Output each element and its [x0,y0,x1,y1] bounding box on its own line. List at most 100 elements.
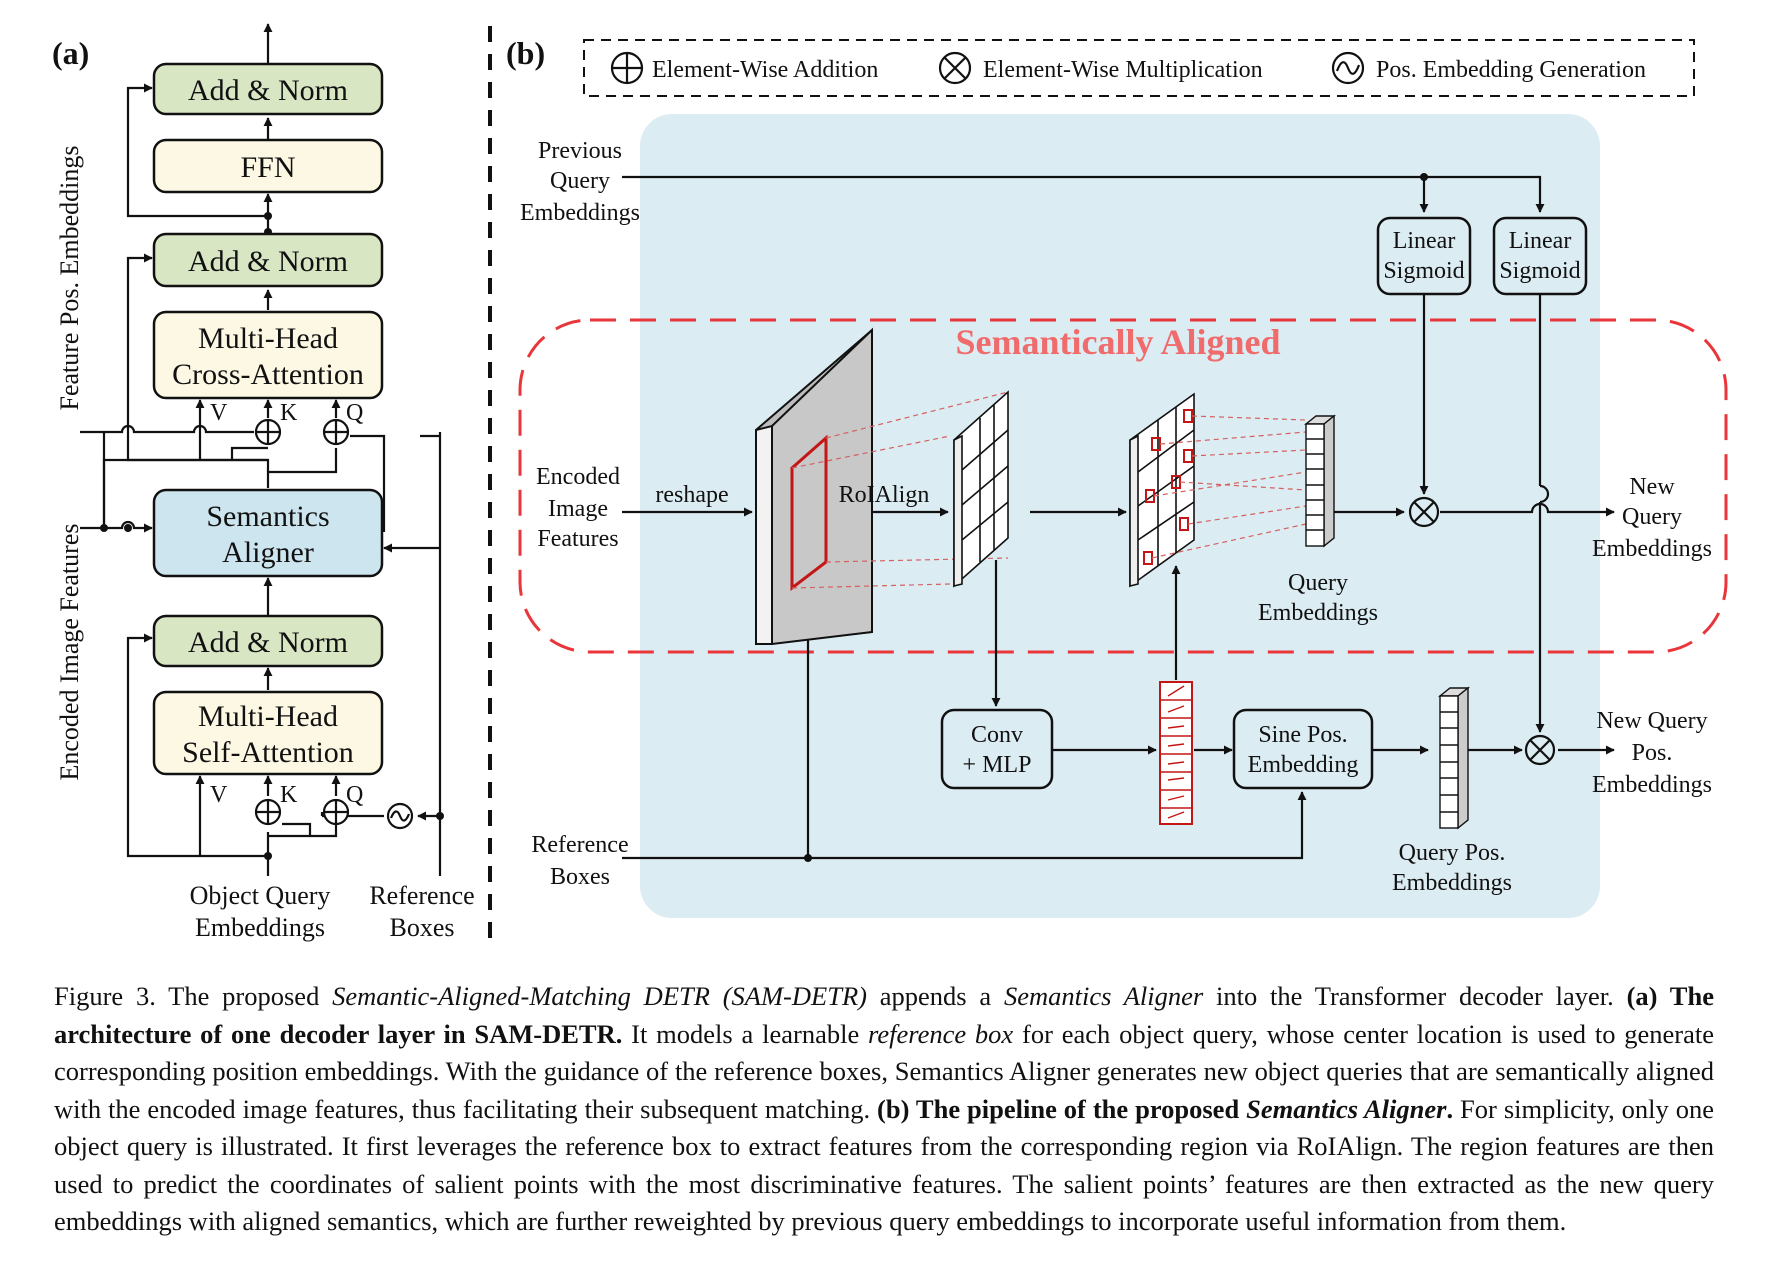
panel-a: (a) Feature Pos. Embeddings Encoded Imag… [52,23,475,942]
legend-pos-embedding: Pos. Embedding Generation [1376,57,1646,83]
linear2-label-1: Linear [1509,228,1572,254]
salient-coordinates-column [1159,681,1193,825]
caption-part-9: for each object query, whose center loca… [54,1018,1714,1124]
new-query-label-2: Query [1622,504,1682,530]
conv-label: Conv [971,722,1023,748]
roi-feature-grid [953,390,1009,588]
object-query-label-1: Object Query [190,881,331,910]
reference-boxes-label-1: Reference [369,881,474,910]
legend: Element-Wise Addition Element-Wise Multi… [583,39,1695,97]
cross-attention-box [152,310,384,400]
multiplication-icon [938,51,972,85]
semantics-aligner-box [152,488,384,578]
q-letter-top: Q [346,400,363,426]
caption-part-10: (b) The pipeline of the proposed [877,1093,1247,1124]
semantically-aligned-region [518,318,1728,654]
caption-part-8: reference box [868,1018,1014,1049]
add-norm-top-box [152,62,384,116]
figure-caption: Figure 3. The proposed Semantic-Aligned-… [54,978,1714,1241]
linear1-label-1: Linear [1393,228,1456,254]
caption-part-12: . [1446,1093,1454,1124]
encoded-features-label: Encoded Image Features [55,523,84,780]
prev-query-label-1: Previous [538,138,622,164]
q-adder-bottom-icon [322,798,350,826]
self-attention-box [152,690,384,776]
add-norm-top-label: Add & Norm [188,74,348,107]
panel-b-label: (b) [506,35,545,71]
multiply-pos-icon [1524,734,1556,766]
legend-multiplication: Element-Wise Multiplication [983,57,1263,83]
mlp-label: + MLP [963,752,1032,778]
sine-wave-icon [1331,51,1365,85]
ref-boxes-label-2: Boxes [550,864,610,890]
new-qpos-label-3: Embeddings [1592,772,1712,798]
encoded-label-1: Encoded [536,464,620,490]
k-adder-top-icon [254,418,282,446]
query-pos-embedding-column [1438,686,1470,830]
panel-b: (b) Element-Wise Addition Element-Wise M… [506,35,1728,918]
object-query-label-2: Embeddings [195,913,325,942]
query-emb-label-2: Embeddings [1258,600,1378,626]
caption-part-5: into the Transformer decoder layer. [1203,981,1627,1011]
sine-pos-embedding-box [1232,708,1374,790]
ref-boxes-label-1: Reference [531,832,628,858]
sine-label-1: Sine Pos. [1258,722,1347,748]
linear-sigmoid-box-2 [1492,216,1588,296]
cross-attention-label-2: Cross-Attention [172,358,364,391]
region-title: Semantically Aligned [955,322,1280,362]
new-qpos-label-1: New Query [1596,708,1707,734]
roialign-label: RoIAlign [839,482,930,508]
figure-3-diagram: (a) Feature Pos. Embeddings Encoded Imag… [52,23,1728,946]
ffn-box [152,138,384,194]
caption-part-2: Semantic-Aligned-Matching DETR (SAM-DETR… [332,981,867,1011]
new-query-label-3: Embeddings [1592,536,1712,562]
add-norm-mid-label: Add & Norm [188,245,348,278]
multiply-query-icon [1408,496,1440,528]
encoded-label-2: Image [548,496,608,522]
addition-icon [610,51,644,85]
caption-part-6: (a) The architecture of one decoder laye… [54,981,1714,1049]
conv-mlp-box [940,708,1054,790]
v-letter-bottom: V [210,782,228,808]
add-norm-bottom-box [152,614,384,668]
v-letter-top: V [210,400,228,426]
caption-part-11: Semantics Aligner [1246,1093,1447,1124]
caption-part-7: It models a learnable [622,1018,869,1049]
new-query-label-1: New [1629,474,1675,500]
qpos-label-2: Embeddings [1392,870,1512,896]
add-norm-mid-box [152,232,384,288]
add-norm-bottom-label: Add & Norm [188,626,348,659]
query-embedding-column [1304,414,1336,548]
new-qpos-label-2: Pos. [1632,740,1673,766]
query-emb-label-1: Query [1288,570,1348,596]
linear2-label-2: Sigmoid [1499,258,1580,284]
self-attention-label-1: Multi-Head [198,700,338,733]
caption-part-13: For simplicity, only one object query is… [54,1093,1715,1237]
reference-boxes-label-2: Boxes [390,913,455,942]
linear1-label-2: Sigmoid [1383,258,1464,284]
q-adder-top-icon [322,418,350,446]
sine-label-2: Embedding [1248,752,1359,778]
aligner-label-2: Aligner [222,536,314,569]
linear-sigmoid-box-1 [1376,216,1472,296]
feature-map [755,327,873,646]
caption-part-1: Figure 3. The proposed [54,981,333,1011]
reshape-label: reshape [655,482,728,508]
caption-part-3: appends a [866,981,1004,1011]
k-letter-top: K [280,400,298,426]
qpos-label-1: Query Pos. [1399,840,1506,866]
ffn-label: FFN [240,151,295,184]
legend-addition: Element-Wise Addition [652,57,878,83]
caption-part-4: Semantics Aligner [1003,981,1204,1011]
encoded-label-3: Features [537,526,618,552]
feature-pos-label: Feature Pos. Embeddings [55,145,84,410]
k-letter-bottom: K [280,782,298,808]
prev-query-label-3: Embeddings [520,200,640,226]
panel-a-label: (a) [52,35,89,71]
prev-query-label-2: Query [550,168,610,194]
q-letter-bottom: Q [346,782,363,808]
cross-attention-label-1: Multi-Head [198,322,338,355]
aligner-label-1: Semantics [206,500,329,533]
pos-embedding-generation-icon [386,802,414,830]
self-attention-label-2: Self-Attention [182,736,354,769]
